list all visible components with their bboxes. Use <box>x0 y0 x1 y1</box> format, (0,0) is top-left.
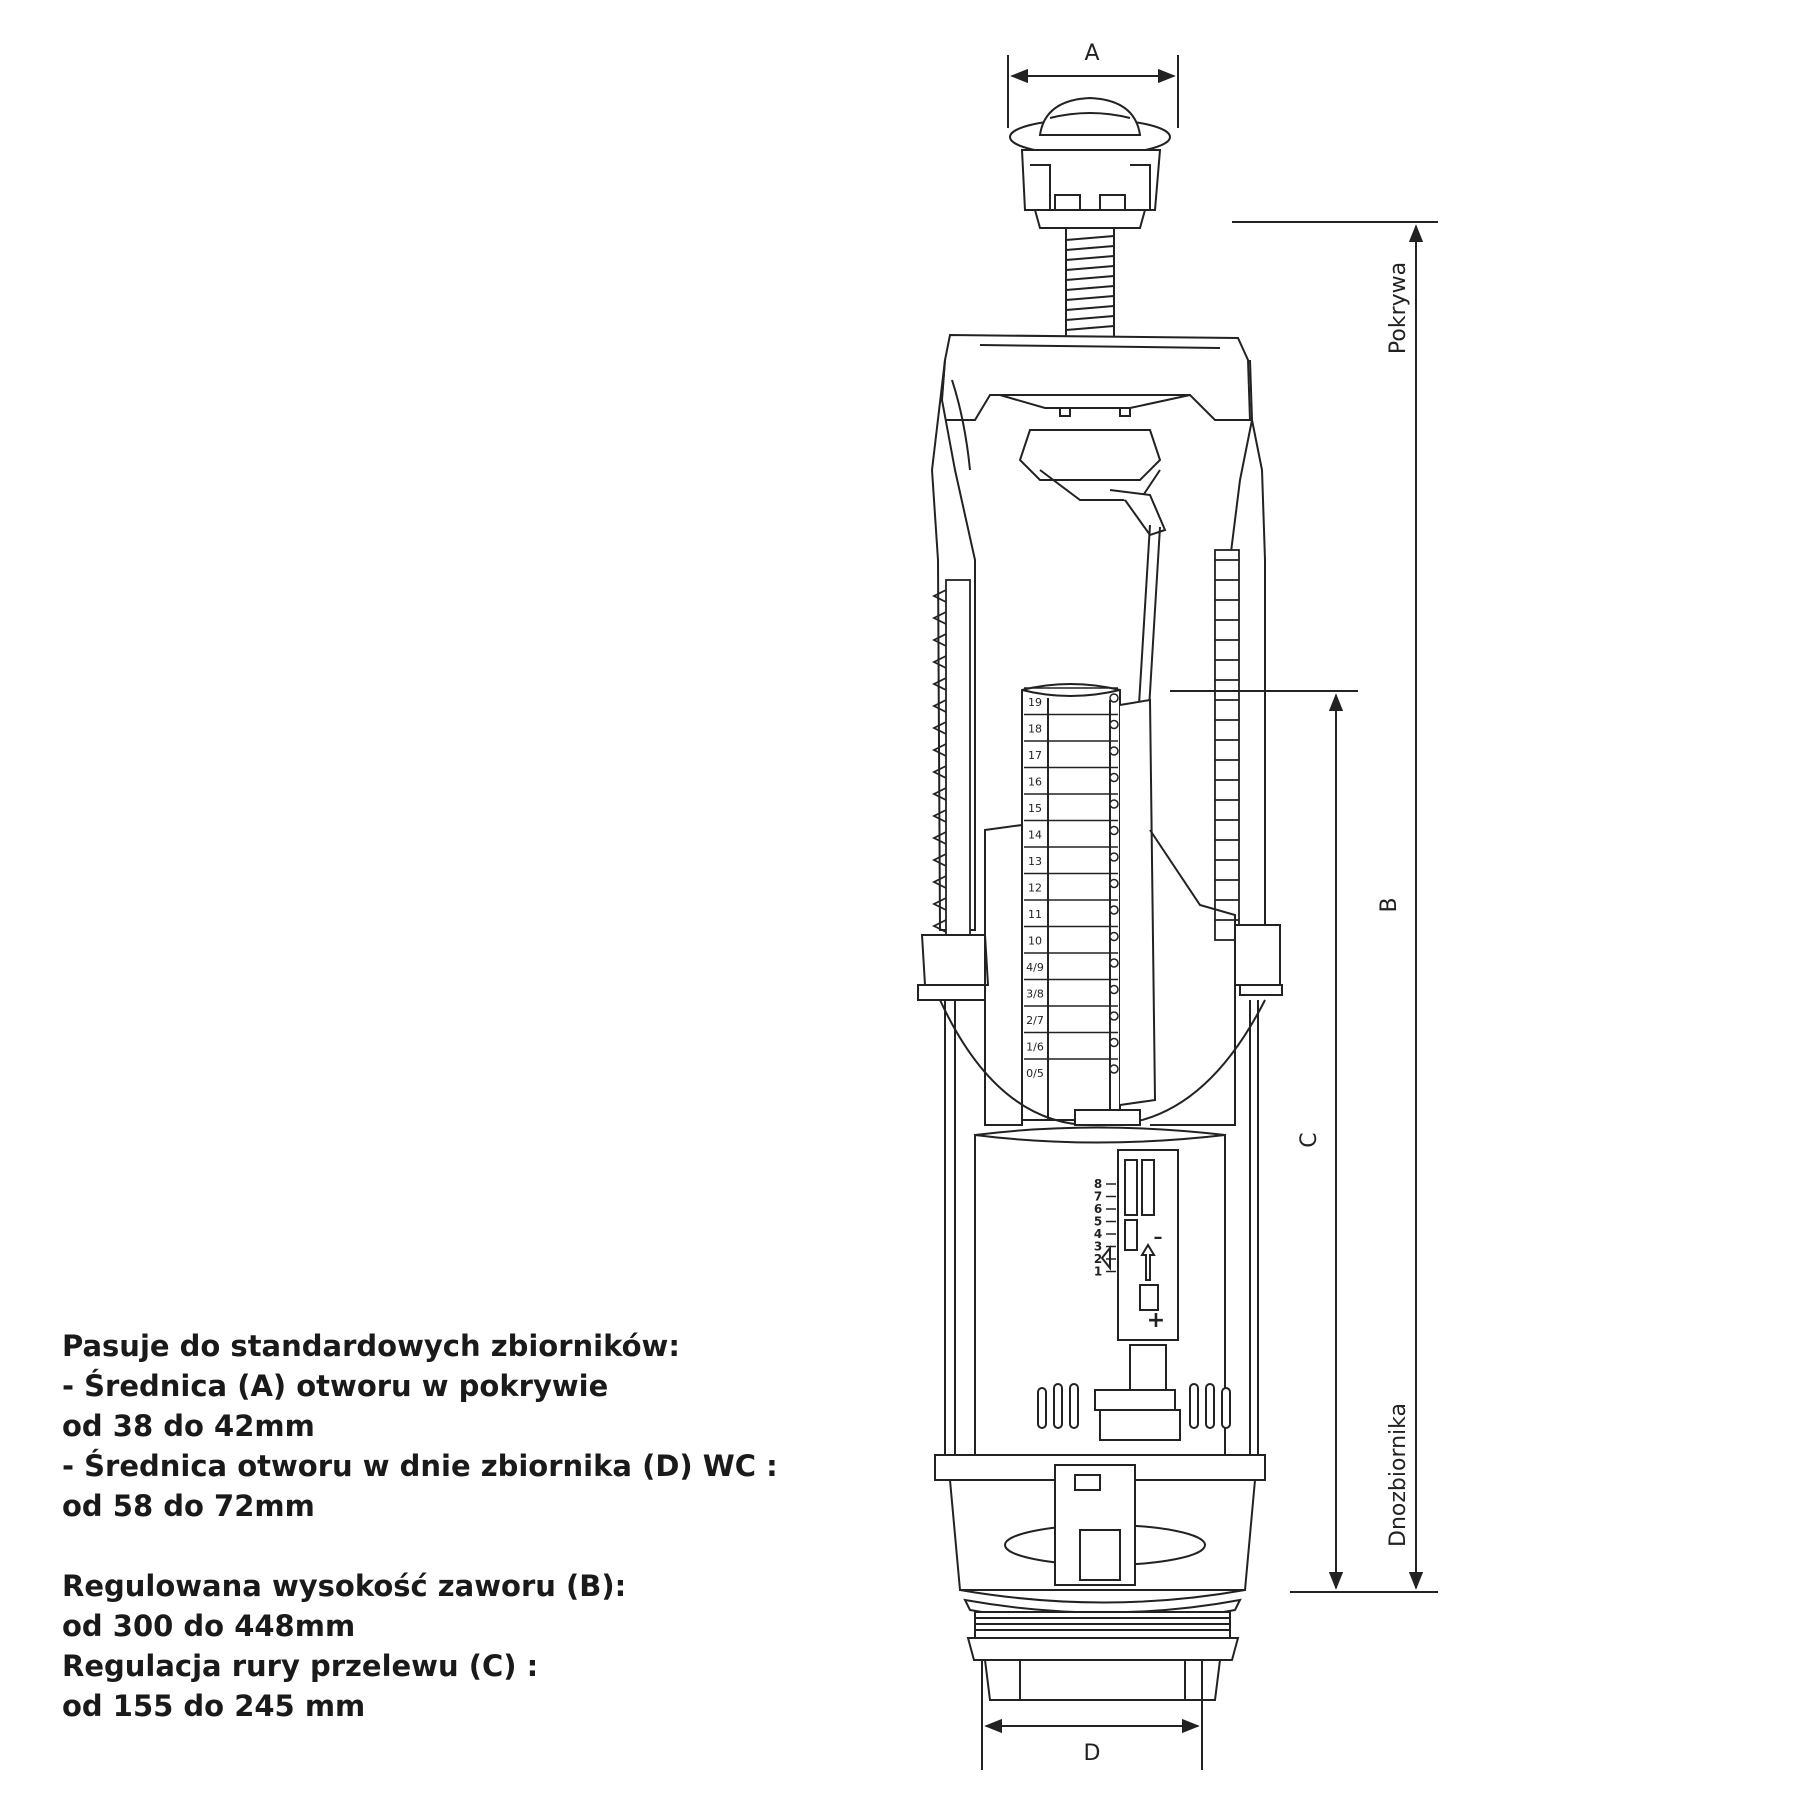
overflow-scale-label: 18 <box>1028 723 1042 736</box>
base-thread-nut <box>966 1611 1240 1701</box>
overflow-scale-label: 15 <box>1028 802 1042 815</box>
overflow-scale-notch <box>1109 958 1119 968</box>
overflow-scale-notch <box>1109 825 1119 836</box>
dimension-a-label: A <box>1084 41 1099 66</box>
volume-scale-label: 3 <box>1094 1240 1102 1254</box>
dimension-pokrywa-label: Pokrywa <box>1386 262 1411 354</box>
overflow-scale-notch <box>1109 878 1119 889</box>
volume-scale-label: 4 <box>1094 1227 1102 1241</box>
overflow-scale-notch <box>1109 1011 1119 1021</box>
volume-plus: + <box>1147 1308 1165 1333</box>
volume-scale-label: 1 <box>1094 1265 1102 1279</box>
overflow-scale-label: 11 <box>1028 908 1042 921</box>
dimension-c-label: C <box>1297 1132 1322 1147</box>
overflow-scale-label: 13 <box>1028 855 1042 868</box>
overflow-scale-notch <box>1109 984 1119 995</box>
overflow-scale-label: 0/5 <box>1026 1067 1044 1080</box>
overflow-scale: 19 18 17 16 15 14 13 12 11 10 4/9 3/8 2/7 1/6 0/5 <box>1024 687 1119 1080</box>
overflow-scale-label: 4/9 <box>1026 961 1044 974</box>
volume-scale-label: 5 <box>1094 1215 1102 1229</box>
volume-scale-label: 2 <box>1094 1252 1102 1266</box>
overflow-scale-label: 16 <box>1028 776 1042 789</box>
dimension-d <box>981 1660 1203 1770</box>
overflow-scale-notch <box>1109 799 1119 809</box>
overflow-scale-notch <box>1109 772 1119 783</box>
volume-minus: – <box>1154 1227 1163 1248</box>
volume-adjuster <box>1094 1149 1179 1411</box>
side-clips <box>917 924 1283 1001</box>
dimension-dno-label: Dnozbiornika <box>1386 1403 1411 1547</box>
fit-line-a: - Średnica (A) otworu w pokrywie <box>62 1369 609 1403</box>
volume-scale-label: 7 <box>1094 1190 1102 1204</box>
fit-line-d: - Średnica otworu w dnie zbiornika (D) W… <box>62 1449 778 1483</box>
overflow-scale-label: 1/6 <box>1026 1041 1044 1054</box>
overflow-scale-label: 10 <box>1028 935 1042 948</box>
overflow-scale-notch <box>1109 1037 1119 1048</box>
overflow-scale-notch <box>1109 931 1119 942</box>
overflow-scale-label: 12 <box>1028 882 1042 895</box>
overflow-scale-label: 14 <box>1028 829 1042 842</box>
overflow-scale-notch <box>1109 746 1119 756</box>
body-vents <box>1037 1383 1231 1441</box>
fit-line-a-range: od 38 do 42mm <box>62 1409 315 1443</box>
height-rack-left <box>931 579 971 941</box>
fit-line-d-range: od 58 do 72mm <box>62 1489 315 1523</box>
overflow-tube <box>1021 683 1157 1121</box>
overflow-heading: Regulacja rury przelewu (C) : <box>62 1649 539 1683</box>
overflow-scale-notch <box>1109 719 1119 730</box>
fit-heading: Pasuje do standardowych zbiorników: <box>62 1329 680 1363</box>
base-cage <box>934 1454 1266 1624</box>
dimension-a <box>1007 55 1179 128</box>
push-button <box>1009 96 1171 229</box>
height-heading: Regulowana wysokość zaworu (B): <box>62 1569 627 1603</box>
height-rack-right <box>1214 549 1240 941</box>
overflow-scale-notch <box>1109 852 1119 862</box>
dimension-c <box>1170 690 1358 1590</box>
threaded-shaft <box>1065 227 1115 341</box>
height-range: od 300 do 448mm <box>62 1609 356 1643</box>
overflow-range: od 155 do 245 mm <box>62 1689 366 1723</box>
overflow-scale-notch <box>1109 693 1119 703</box>
overflow-scale-label: 3/8 <box>1026 988 1044 1001</box>
dimension-b <box>1232 221 1438 1593</box>
overflow-scale-notch <box>1109 905 1119 915</box>
volume-scale-label: 8 <box>1094 1177 1102 1191</box>
volume-scale-label: 6 <box>1094 1202 1102 1216</box>
overflow-scale-label: 19 <box>1028 696 1042 709</box>
overflow-scale-notch <box>1109 1064 1119 1074</box>
dimension-b-label: B <box>1377 897 1402 912</box>
overflow-scale-label: 17 <box>1028 749 1042 762</box>
overflow-scale-label: 2/7 <box>1026 1014 1044 1027</box>
specification-text: Pasuje do standardowych zbiorników: - Śr… <box>62 1326 778 1726</box>
dimension-d-label: D <box>1084 1741 1101 1766</box>
